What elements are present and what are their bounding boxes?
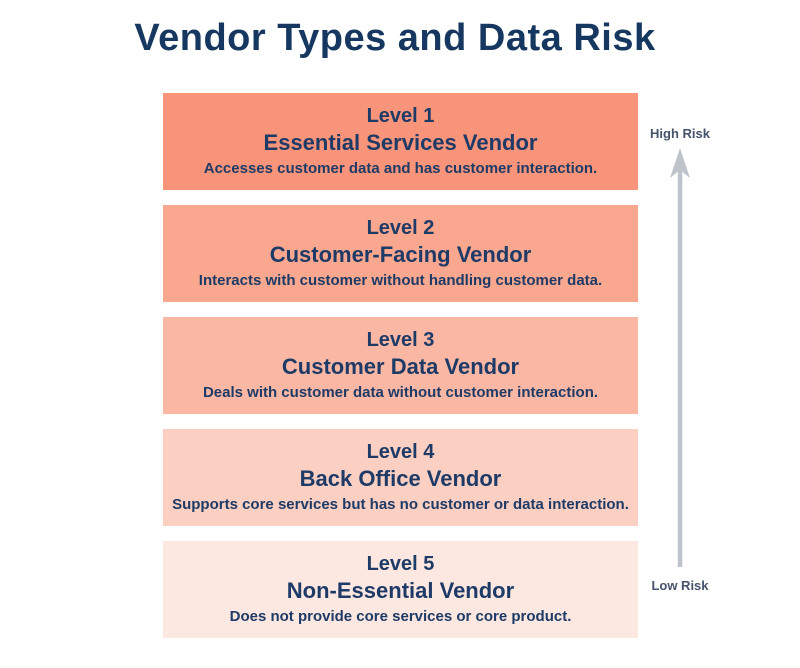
level-2-box: Level 2 Customer-Facing Vendor Interacts… — [163, 205, 638, 302]
level-1-vendor-type: Essential Services Vendor — [263, 130, 538, 155]
level-5-vendor-type: Non-Essential Vendor — [286, 578, 515, 603]
level-3-vendor-type: Customer Data Vendor — [281, 354, 520, 379]
arrow-up-icon — [670, 148, 690, 567]
level-3-box: Level 3 Customer Data Vendor Deals with … — [163, 317, 638, 414]
level-4-label: Level 4 — [366, 441, 435, 463]
level-2-label: Level 2 — [366, 217, 435, 239]
level-4-vendor-type: Back Office Vendor — [299, 466, 502, 491]
level-1-description: Accesses customer data and has customer … — [203, 160, 598, 177]
level-2-vendor-type: Customer-Facing Vendor — [269, 242, 532, 267]
level-2-description: Interacts with customer without handling… — [198, 272, 603, 289]
level-5-label: Level 5 — [366, 553, 435, 575]
level-5-description: Does not provide core services or core p… — [229, 608, 572, 625]
risk-axis: High Risk Low Risk — [645, 120, 715, 600]
page-title: Vendor Types and Data Risk — [134, 17, 656, 59]
level-3-description: Deals with customer data without custome… — [202, 384, 599, 401]
vendor-level-stack: Level 1 Essential Services Vendor Access… — [163, 93, 638, 653]
level-1-label: Level 1 — [366, 105, 435, 127]
low-risk-label: Low Risk — [651, 578, 709, 593]
high-risk-label: High Risk — [650, 126, 710, 141]
level-5-box: Level 5 Non-Essential Vendor Does not pr… — [163, 541, 638, 638]
level-1-box: Level 1 Essential Services Vendor Access… — [163, 93, 638, 190]
level-3-label: Level 3 — [366, 329, 435, 351]
level-4-description: Supports core services but has no custom… — [172, 496, 629, 513]
level-4-box: Level 4 Back Office Vendor Supports core… — [163, 429, 638, 526]
